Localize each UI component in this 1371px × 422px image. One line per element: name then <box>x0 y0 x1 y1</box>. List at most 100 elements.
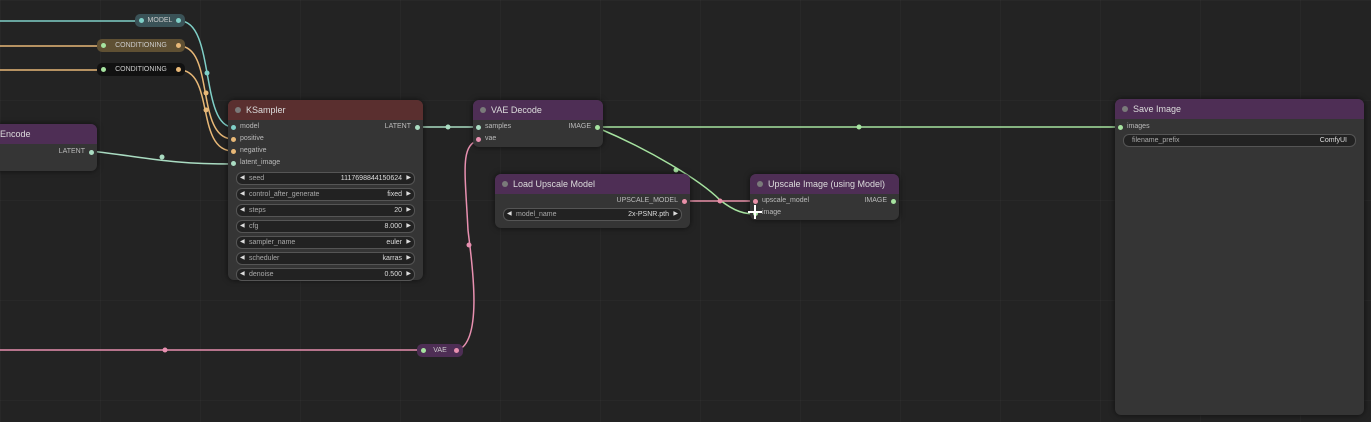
reroute-output-dot[interactable] <box>454 348 459 353</box>
increment-arrow-icon[interactable]: ▶ <box>406 175 411 181</box>
node-save-image[interactable]: Save Image images filename_prefix ComfyU… <box>1115 99 1364 415</box>
link-vae <box>457 139 480 351</box>
input-dot[interactable] <box>231 125 236 130</box>
input-dot[interactable] <box>476 125 481 130</box>
slot-label-output: IMAGE <box>864 197 887 204</box>
output-dot[interactable] <box>682 199 687 204</box>
output-dot[interactable] <box>415 125 420 130</box>
reroute-output-dot[interactable] <box>176 67 181 72</box>
widget-cfg[interactable]: ◀ cfg 8.000 ▶ <box>236 220 415 233</box>
reroute-vae[interactable]: VAE <box>417 344 463 357</box>
output-slot-latent[interactable]: LATENT <box>0 146 97 158</box>
input-slot-image[interactable]: image <box>750 207 899 219</box>
node-title[interactable]: Encode <box>0 124 97 144</box>
collapse-dot-icon[interactable] <box>235 107 241 113</box>
input-slot-upscale-model[interactable]: upscale_model IMAGE <box>750 195 899 207</box>
node-title[interactable]: Save Image <box>1115 99 1364 119</box>
input-slot-negative[interactable]: negative <box>228 145 423 157</box>
slot-label-output: LATENT <box>384 123 411 130</box>
next-arrow-icon[interactable]: ▶ <box>673 211 678 217</box>
reroute-model[interactable]: MODEL <box>135 14 185 27</box>
node-title[interactable]: Load Upscale Model <box>495 174 690 194</box>
widget-filename-prefix[interactable]: filename_prefix ComfyUI <box>1123 134 1356 147</box>
reroute-input-dot[interactable] <box>101 43 106 48</box>
reroute-conditioning-label: CONDITIONING <box>115 42 167 49</box>
previous-arrow-icon[interactable]: ◀ <box>507 211 512 217</box>
input-dot[interactable] <box>231 161 236 166</box>
input-slot-latent-image[interactable]: latent_image <box>228 157 423 169</box>
widget-label: steps <box>249 207 266 214</box>
slot-label: positive <box>240 135 264 142</box>
slot-label: LATENT <box>58 148 85 155</box>
reroute-conditioning-2[interactable]: CONDITIONING <box>97 63 185 76</box>
input-dot[interactable] <box>231 149 236 154</box>
slot-label: latent_image <box>240 159 281 166</box>
crosshair-cursor-icon <box>748 205 762 219</box>
output-dot[interactable] <box>891 199 896 204</box>
node-load-upscale-model[interactable]: Load Upscale Model UPSCALE_MODEL ◀ model… <box>495 174 690 228</box>
input-dot[interactable] <box>231 137 236 142</box>
decrement-arrow-icon[interactable]: ◀ <box>240 175 245 181</box>
widget-denoise[interactable]: ◀ denoise 0.500 ▶ <box>236 268 415 281</box>
reroute-conditioning-1[interactable]: CONDITIONING <box>97 39 185 52</box>
slot-label: model <box>240 123 260 130</box>
slot-label: samples <box>485 123 512 130</box>
widget-value: 8.000 <box>384 223 402 230</box>
input-slot-samples[interactable]: samples IMAGE <box>473 121 603 133</box>
slot-label-output: IMAGE <box>568 123 591 130</box>
reroute-input-dot[interactable] <box>101 67 106 72</box>
decrement-arrow-icon[interactable]: ◀ <box>240 223 245 229</box>
reroute-input-dot[interactable] <box>139 18 144 23</box>
input-slot-vae[interactable]: vae <box>473 133 603 145</box>
node-ksampler[interactable]: KSampler model LATENT positive negative … <box>228 100 423 281</box>
input-slot-positive[interactable]: positive <box>228 133 423 145</box>
reroute-vae-label: VAE <box>433 347 447 354</box>
collapse-dot-icon[interactable] <box>502 181 508 187</box>
decrement-arrow-icon[interactable]: ◀ <box>240 207 245 213</box>
node-title[interactable]: Upscale Image (using Model) <box>750 174 899 194</box>
decrement-arrow-icon[interactable]: ◀ <box>240 239 245 245</box>
output-slot-upscale-model[interactable]: UPSCALE_MODEL <box>495 195 690 207</box>
widget-seed[interactable]: ◀ seed 1117698844150624 ▶ <box>236 172 415 185</box>
increment-arrow-icon[interactable]: ▶ <box>406 223 411 229</box>
output-dot[interactable] <box>89 150 94 155</box>
collapse-dot-icon[interactable] <box>757 181 763 187</box>
slot-label-output: UPSCALE_MODEL <box>616 197 678 204</box>
widget-steps[interactable]: ◀ steps 20 ▶ <box>236 204 415 217</box>
node-title[interactable]: VAE Decode <box>473 100 603 120</box>
widget-label: model_name <box>516 211 557 218</box>
collapse-dot-icon[interactable] <box>1122 106 1128 112</box>
increment-arrow-icon[interactable]: ▶ <box>406 207 411 213</box>
reroute-input-dot[interactable] <box>421 348 426 353</box>
widget-sampler-name[interactable]: ◀ sampler_name euler ▶ <box>236 236 415 249</box>
input-dot[interactable] <box>476 137 481 142</box>
widget-control-after-generate[interactable]: ◀ control_after_generate fixed ▶ <box>236 188 415 201</box>
collapse-dot-icon[interactable] <box>480 107 486 113</box>
increment-arrow-icon[interactable]: ▶ <box>406 255 411 261</box>
decrement-arrow-icon[interactable]: ◀ <box>240 191 245 197</box>
decrement-arrow-icon[interactable]: ◀ <box>240 271 245 277</box>
reroute-output-dot[interactable] <box>176 43 181 48</box>
input-dot[interactable] <box>1118 125 1123 130</box>
node-vae-decode[interactable]: VAE Decode samples IMAGE vae <box>473 100 603 147</box>
decrement-arrow-icon[interactable]: ◀ <box>240 255 245 261</box>
node-vae-encode[interactable]: Encode LATENT <box>0 124 97 171</box>
input-slot-model[interactable]: model LATENT <box>228 121 423 133</box>
link-image-upscale <box>597 127 757 215</box>
slot-label: negative <box>240 147 267 154</box>
widget-label: denoise <box>249 271 274 278</box>
output-dot[interactable] <box>595 125 600 130</box>
widget-model-name[interactable]: ◀ model_name 2x-PSNR.pth ▶ <box>503 208 682 221</box>
input-dot[interactable] <box>753 199 758 204</box>
input-slot-images[interactable]: images <box>1115 121 1364 133</box>
node-upscale-image[interactable]: Upscale Image (using Model) upscale_mode… <box>750 174 899 220</box>
increment-arrow-icon[interactable]: ▶ <box>406 271 411 277</box>
widget-scheduler[interactable]: ◀ scheduler karras ▶ <box>236 252 415 265</box>
node-title-text: KSampler <box>246 105 286 115</box>
node-title[interactable]: KSampler <box>228 100 423 120</box>
reroute-output-dot[interactable] <box>176 18 181 23</box>
increment-arrow-icon[interactable]: ▶ <box>406 191 411 197</box>
increment-arrow-icon[interactable]: ▶ <box>406 239 411 245</box>
